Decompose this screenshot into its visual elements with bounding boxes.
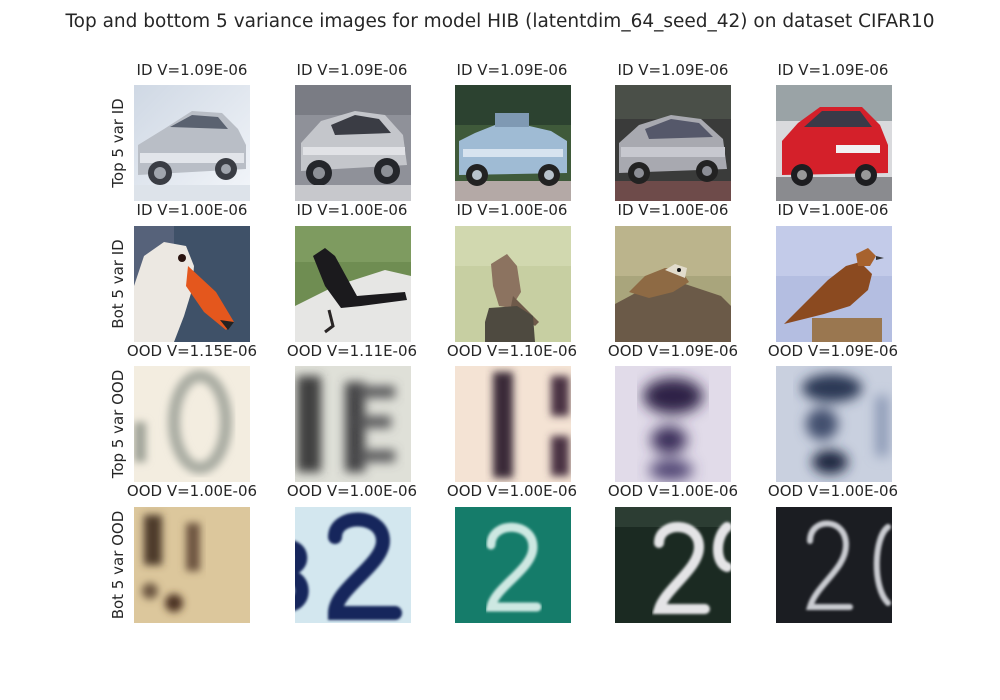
bird-on-stump-icon — [455, 226, 571, 342]
digit-82-icon — [295, 507, 411, 623]
caption: ID V=1.09E-06 — [617, 61, 729, 79]
black-bird-icon — [295, 226, 411, 342]
caption: ID V=1.00E-06 — [617, 201, 729, 219]
silver-car-side-icon — [295, 85, 411, 201]
blurry-digit-purple-icon — [615, 366, 731, 482]
caption: ID V=1.00E-06 — [456, 201, 568, 219]
blurry-digit-1-icon — [455, 366, 571, 482]
goose-head-icon — [134, 226, 250, 342]
caption: OOD V=1.10E-06 — [446, 342, 578, 360]
red-hatchback-icon — [776, 85, 892, 201]
caption: OOD V=1.00E-06 — [286, 482, 418, 500]
sparrow-on-rock-icon — [615, 226, 731, 342]
caption: OOD V=1.00E-06 — [607, 482, 739, 500]
caption: OOD V=1.00E-06 — [126, 482, 258, 500]
digit-2-dark-icon — [615, 507, 731, 623]
blurry-digit-beige-icon — [134, 507, 250, 623]
caption: OOD V=1.11E-06 — [286, 342, 418, 360]
caption: OOD V=1.00E-06 — [767, 482, 899, 500]
caption: OOD V=1.15E-06 — [126, 342, 258, 360]
blurry-digit-0-icon — [134, 366, 250, 482]
caption: ID V=1.09E-06 — [296, 61, 408, 79]
caption: ID V=1.00E-06 — [296, 201, 408, 219]
caption: OOD V=1.09E-06 — [767, 342, 899, 360]
grey-sedan-icon — [615, 85, 731, 201]
caption: OOD V=1.09E-06 — [607, 342, 739, 360]
blurry-digit-8-icon — [295, 366, 411, 482]
digit-26-dark-icon — [776, 507, 892, 623]
silver-sedan-icon — [134, 85, 250, 201]
brown-bird-icon — [776, 226, 892, 342]
caption: OOD V=1.00E-06 — [446, 482, 578, 500]
caption: ID V=1.09E-06 — [777, 61, 889, 79]
digit-2-teal-icon — [455, 507, 571, 623]
blue-vintage-car-icon — [455, 85, 571, 201]
caption: ID V=1.00E-06 — [777, 201, 889, 219]
caption: ID V=1.09E-06 — [136, 61, 248, 79]
caption: ID V=1.09E-06 — [456, 61, 568, 79]
caption: ID V=1.00E-06 — [136, 201, 248, 219]
blurry-digit-blue-icon — [776, 366, 892, 482]
figure-title: Top and bottom 5 variance images for mod… — [65, 11, 935, 32]
